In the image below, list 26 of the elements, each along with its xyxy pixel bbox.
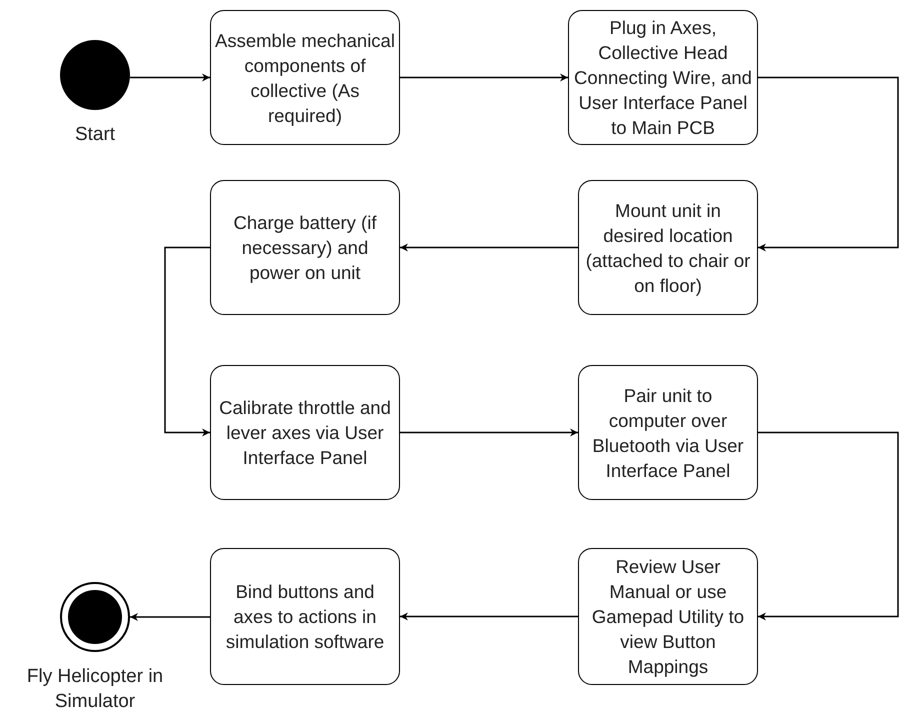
process-box: [210, 365, 400, 500]
step-text: Plug in Axes, Collective Head Connecting Wire, and User Interface Panel to Main PCB: [573, 16, 753, 140]
arrow: [400, 244, 578, 252]
process-box: [210, 10, 400, 145]
step-text: Mount unit in desired location (attached to chair or on floor): [584, 198, 752, 298]
process-box: [210, 180, 400, 315]
process-box: [578, 180, 758, 315]
arrow: [758, 432, 899, 620]
arrow: [400, 612, 578, 620]
step-text: Bind buttons and axes to actions in simulation software: [224, 580, 386, 654]
step-text: Calibrate throttle and lever axes via User Interface Panel: [218, 396, 392, 470]
arrow: [400, 74, 568, 82]
node-caption: Start: [74, 123, 116, 147]
arrow: [400, 428, 578, 436]
step-text: Pair unit to computer over Bluetooth via User Interface Panel: [591, 384, 745, 482]
process-box: [210, 548, 400, 685]
step-text: Charge battery (if necessary) and power on unit: [232, 211, 378, 285]
process-box: [578, 365, 758, 500]
step-text: Assemble mechanical components of collective (As required): [215, 28, 395, 128]
arrow: [758, 76, 899, 252]
arrow: [164, 246, 210, 436]
process-box: [578, 548, 758, 685]
arrow: [130, 613, 210, 621]
arrow: [130, 74, 210, 82]
step-text: Review User Manual or use Gamepad Utility to view Button Mappings: [590, 555, 746, 679]
node-caption: Fly Helicopter in Simulator: [26, 665, 164, 714]
